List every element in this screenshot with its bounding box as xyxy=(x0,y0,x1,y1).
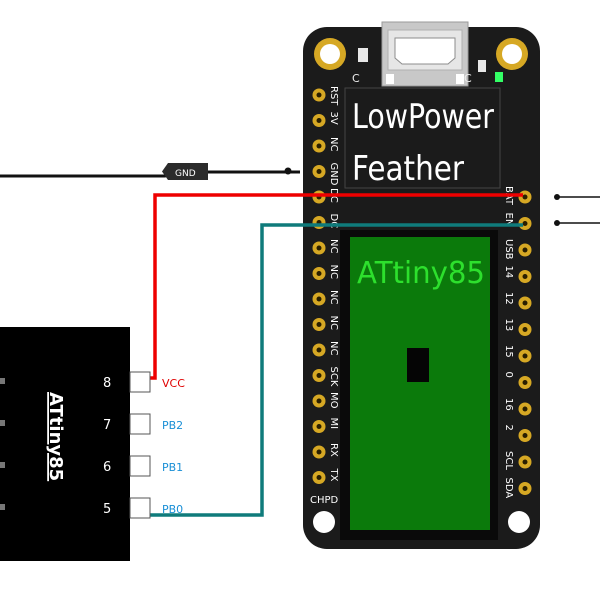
smd-cap-left xyxy=(358,48,368,62)
left-pin-label: SCK xyxy=(328,367,339,387)
chip-pins: 8 VCC 7 PB2 6 PB1 5 PB0 xyxy=(103,371,185,519)
vcc-wire xyxy=(150,193,523,380)
gnd-wire-tag: GND xyxy=(162,163,208,180)
chip-pin-name: PB1 xyxy=(162,461,183,474)
attiny85-chip: ATtiny85 8 VCC 7 PB2 6 PB1 5 PB0 xyxy=(0,327,185,561)
chip-pin-pad xyxy=(129,455,151,477)
right-pin-label: 12 xyxy=(503,292,514,305)
right-pin-label: 0 xyxy=(503,372,514,378)
right-pin-label: SDA xyxy=(503,478,514,499)
left-pin-label: NC xyxy=(328,341,339,355)
right-pin-header xyxy=(518,190,532,495)
chip-pin-pad xyxy=(129,497,151,519)
smd-part-right xyxy=(478,60,486,72)
top-label-left: C xyxy=(352,72,360,85)
left-pin-label: TX xyxy=(328,468,339,482)
left-pin-label: 3V xyxy=(328,112,339,125)
right-pin-label: SCL xyxy=(503,451,514,470)
chip-label: ATtiny85 xyxy=(45,392,66,481)
chip-left-leads xyxy=(0,378,5,510)
wires: GND xyxy=(0,163,600,517)
chip-pin-name: PB0 xyxy=(162,503,183,516)
gnd-wire-end xyxy=(284,167,292,175)
chip-pin-name: PB2 xyxy=(162,419,183,432)
left-pin-label: RX xyxy=(328,443,339,457)
module-label: ATtiny85 xyxy=(357,256,485,291)
board-title-line2: Feather xyxy=(352,149,464,189)
board-title-line1: LowPower xyxy=(352,97,494,137)
chip-pin-number: 5 xyxy=(103,502,111,517)
title-box xyxy=(344,87,501,189)
chip-body xyxy=(0,327,130,561)
left-pin-label: MO xyxy=(328,392,339,409)
left-pin-label: DC xyxy=(328,214,339,229)
gnd-wire xyxy=(0,170,300,178)
left-pin-label: NC xyxy=(328,137,339,151)
right-pin-label: USB xyxy=(503,239,514,260)
module-pcb xyxy=(350,237,490,530)
feather-board: C C LowPower Feather ATtiny85 RST 3V NC GND… xyxy=(303,21,540,549)
chip-pin-name: VCC xyxy=(162,377,185,390)
chip-pin-number: 7 xyxy=(103,418,111,433)
left-pin-label: GND xyxy=(328,163,339,186)
right-pin-label: 2 xyxy=(503,425,514,431)
gnd-label: GND xyxy=(175,169,196,179)
chip-pin-number: 6 xyxy=(103,460,111,475)
chip-pin-pad xyxy=(129,413,151,435)
chip-pin-number: 8 xyxy=(103,376,111,391)
right-pin-label: 15 xyxy=(503,345,514,358)
left-pin-label: NC xyxy=(328,316,339,330)
right-pin-label: 16 xyxy=(503,398,514,411)
chip-pin-pad xyxy=(129,371,151,393)
right-pin-label: 13 xyxy=(503,319,514,332)
signal-wire xyxy=(150,223,523,517)
attiny-module: ATtiny85 xyxy=(340,230,498,540)
left-pin-label-chpd: CHPD xyxy=(310,495,339,506)
status-led xyxy=(495,72,503,82)
left-pin-label: NC xyxy=(328,265,339,279)
module-chip xyxy=(407,348,429,382)
left-pin-label: RST xyxy=(328,86,339,106)
mount-hole-bottom-right xyxy=(508,511,530,533)
top-label-right: C xyxy=(464,72,472,85)
mounting-holes xyxy=(313,38,530,533)
mount-hole-bottom-left xyxy=(313,511,335,533)
left-pin-label: NC xyxy=(328,290,339,304)
right-pin-label: EN xyxy=(503,213,514,227)
left-pin-label: MI xyxy=(328,418,339,430)
left-pin-label: NC xyxy=(328,239,339,253)
usb-connector xyxy=(381,21,469,87)
right-pin-label: 14 xyxy=(503,266,514,279)
